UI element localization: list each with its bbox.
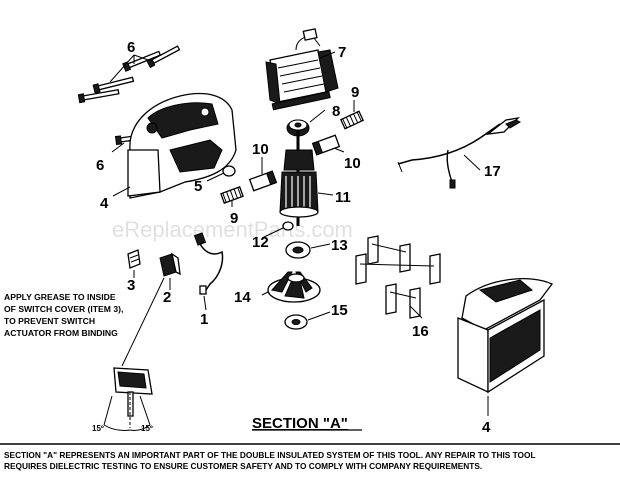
watermark: eReplacementParts.com xyxy=(112,217,353,242)
switch-part-2 xyxy=(159,252,181,290)
angle-label-left: 15º xyxy=(92,424,104,433)
retaining-ring-part-12 xyxy=(261,221,294,239)
part-label-14: 14 xyxy=(234,289,251,306)
section-title: SECTION "A" xyxy=(252,415,348,432)
part-label-17: 17 xyxy=(484,163,501,180)
grease-note-line: OF SWITCH COVER (ITEM 3), xyxy=(4,304,123,314)
field-stator-part-7 xyxy=(265,28,339,111)
brush-spring-part-9-upper xyxy=(339,100,365,130)
grease-note-line: APPLY GREASE TO INSIDE xyxy=(4,292,116,302)
part-label-10: 10 xyxy=(344,155,361,172)
part-label-5: 5 xyxy=(194,178,202,195)
part-label-7: 7 xyxy=(338,44,346,61)
part-label-15: 15 xyxy=(331,302,348,319)
part-label-2: 2 xyxy=(163,289,171,306)
part-label-9: 9 xyxy=(230,210,238,227)
lead-wire-part-1 xyxy=(193,232,224,311)
housing-half-part-4 xyxy=(127,92,237,199)
switch-detail-inset xyxy=(103,277,165,431)
bearing-part-15 xyxy=(284,311,331,330)
part-label-1: 1 xyxy=(200,311,208,328)
part-label-6: 6 xyxy=(127,39,135,56)
bearing-part-8 xyxy=(286,109,326,137)
part-label-3: 3 xyxy=(127,277,135,294)
part-label-4: 4 xyxy=(482,419,491,436)
switch-cover-part-3 xyxy=(127,249,141,278)
footer-note-line: SECTION "A" REPRESENTS AN IMPORTANT PART… xyxy=(4,450,536,460)
part-label-4: 4 xyxy=(100,195,109,212)
part-label-9: 9 xyxy=(351,84,359,101)
part-label-11: 11 xyxy=(335,189,351,206)
power-cord-part-17 xyxy=(397,117,522,189)
grease-note: APPLY GREASE TO INSIDE OF SWITCH COVER (… xyxy=(4,292,123,338)
grease-note-line: ACTUATOR FROM BINDING xyxy=(4,328,118,338)
grease-note-line: TO PREVENT SWITCH xyxy=(4,316,95,326)
screws-part-6-upper xyxy=(77,45,181,104)
part-label-12: 12 xyxy=(252,234,269,251)
footer-note-line: REQUIRES DIELECTRIC TESTING TO ENSURE CU… xyxy=(4,461,482,471)
brush-holder-part-10-left xyxy=(248,157,278,192)
armature-part-11 xyxy=(279,130,334,226)
washer-part-5 xyxy=(206,165,236,182)
part-label-16: 16 xyxy=(412,323,429,340)
bearing-part-13 xyxy=(285,241,331,259)
part-label-8: 8 xyxy=(332,103,340,120)
housing-part-4-right xyxy=(457,278,554,416)
brush-holder-part-10-right xyxy=(311,134,345,156)
part-label-13: 13 xyxy=(331,237,348,254)
part-label-10: 10 xyxy=(252,141,269,158)
angle-label-right: 15º xyxy=(141,424,153,433)
fan-part-14 xyxy=(261,271,321,303)
brush-spring-part-9-lower xyxy=(220,186,244,207)
part-label-6: 6 xyxy=(96,157,104,174)
pad-brackets-part-16 xyxy=(355,235,441,319)
